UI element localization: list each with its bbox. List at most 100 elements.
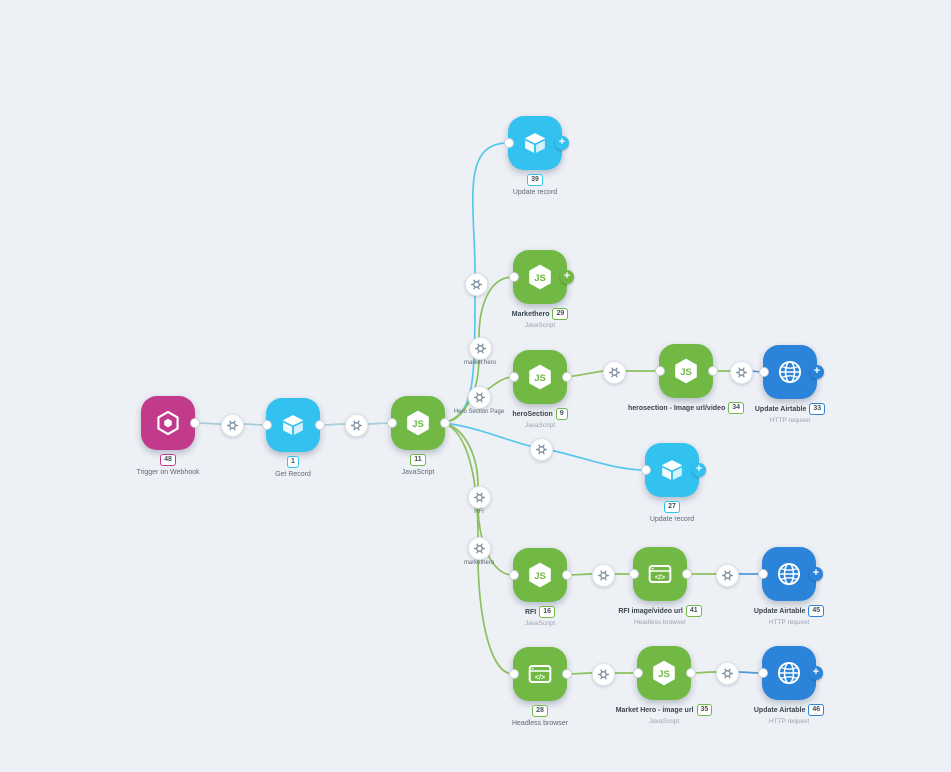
badge-row: 1: [208, 456, 378, 468]
filter-gear[interactable]: market hero: [464, 336, 496, 366]
update-record-top-node[interactable]: +: [503, 116, 569, 170]
filter-gear[interactable]: [529, 437, 553, 461]
module-type: Headless browser: [633, 619, 687, 626]
herosection-node[interactable]: JS: [508, 350, 572, 404]
filter-gear[interactable]: [464, 272, 488, 296]
filter-label: markethero: [463, 559, 495, 566]
nodejs-icon: JS: [529, 264, 551, 290]
output-port[interactable]: [189, 418, 200, 428]
output-port[interactable]: [314, 420, 325, 430]
filter-gear[interactable]: [591, 563, 615, 587]
add-module-button[interactable]: +: [809, 567, 823, 581]
input-port[interactable]: [757, 569, 768, 579]
gear-icon: [597, 669, 609, 679]
input-port[interactable]: [508, 669, 519, 679]
module-type: HTTP request: [768, 619, 810, 626]
output-port[interactable]: [707, 366, 718, 376]
nodejs-icon: JS: [529, 364, 551, 390]
output-port[interactable]: [561, 570, 572, 580]
output-port[interactable]: [681, 569, 692, 579]
filter-gear[interactable]: [715, 661, 739, 685]
filter-gear[interactable]: [344, 413, 368, 437]
output-port[interactable]: [439, 418, 450, 428]
market-hero-image-url-node[interactable]: JS: [632, 646, 696, 700]
javascript-main-node[interactable]: JS: [386, 396, 450, 450]
markethero-node[interactable]: JS +: [508, 250, 574, 304]
input-port[interactable]: [757, 668, 768, 678]
filter-gear[interactable]: markethero: [464, 536, 494, 566]
webhook-icon: [157, 410, 179, 436]
module-type: Trigger on Webhook: [136, 469, 200, 476]
badge-row: 27: [587, 501, 757, 513]
output-port[interactable]: [561, 372, 572, 382]
update-airtable-hero-node[interactable]: +: [758, 345, 824, 399]
gear-icon: [597, 570, 609, 580]
input-port[interactable]: [386, 418, 397, 428]
input-port[interactable]: [758, 367, 769, 377]
add-module-button[interactable]: +: [810, 365, 824, 379]
input-port[interactable]: [640, 465, 651, 475]
svg-text:JS: JS: [680, 367, 692, 378]
module-type: Headless browser: [511, 720, 569, 727]
update-airtable-rfi-node[interactable]: +: [757, 547, 823, 601]
input-port[interactable]: [632, 668, 643, 678]
svg-text:JS: JS: [534, 273, 546, 284]
globe-icon: [777, 661, 801, 685]
node-name: Update Airtable: [754, 405, 807, 413]
update-airtable-market-node[interactable]: +: [757, 646, 823, 700]
input-port[interactable]: [508, 272, 519, 282]
module-type: JavaScript: [524, 322, 556, 329]
filter-gear[interactable]: [729, 360, 753, 384]
rfi-node[interactable]: JS: [508, 548, 572, 602]
filter-gear[interactable]: [602, 360, 626, 384]
herosection-image-url-node[interactable]: JS: [654, 344, 718, 398]
gear-icon: [608, 367, 620, 377]
svg-text:</>: </>: [535, 674, 545, 681]
output-port[interactable]: [685, 668, 696, 678]
add-module-button[interactable]: +: [555, 136, 569, 150]
filter-gear[interactable]: [220, 413, 244, 437]
rfi-image-url-node[interactable]: </>: [628, 547, 692, 601]
get-record-node[interactable]: [261, 398, 325, 452]
add-module-button[interactable]: +: [692, 463, 706, 477]
input-port[interactable]: [654, 366, 665, 376]
gear-icon: [473, 492, 485, 502]
nodejs-icon: JS: [407, 410, 429, 436]
svg-text:JS: JS: [658, 669, 670, 680]
input-port[interactable]: [628, 569, 639, 579]
input-port[interactable]: [508, 372, 519, 382]
add-module-button[interactable]: +: [809, 666, 823, 680]
output-port[interactable]: [561, 669, 572, 679]
node-name: Market Hero - image url: [615, 706, 694, 714]
module-type: HTTP request: [768, 718, 810, 725]
badge-row: 48: [83, 454, 253, 466]
input-port[interactable]: [261, 420, 272, 430]
execution-count-badge: 46: [808, 704, 825, 716]
filter-gear[interactable]: RFI: [467, 485, 491, 515]
filter-gear[interactable]: [715, 563, 739, 587]
headless-browser-icon: </>: [528, 665, 552, 683]
box-icon: [524, 133, 546, 153]
connection-line-12: [549, 449, 646, 471]
filter-gear[interactable]: Hero Section Page: [454, 385, 504, 415]
node-name: RFI: [524, 608, 537, 616]
module-type: JavaScript: [524, 620, 556, 627]
headless-browser-node[interactable]: </>: [508, 647, 572, 701]
execution-count-badge: 11: [410, 454, 426, 466]
input-port[interactable]: [503, 138, 514, 148]
filter-gear[interactable]: [591, 662, 615, 686]
add-module-button[interactable]: +: [560, 270, 574, 284]
input-port[interactable]: [508, 570, 519, 580]
trigger-on-webhook-node[interactable]: [141, 396, 200, 450]
module-type: Update record: [649, 516, 695, 523]
execution-count-badge: 16: [539, 606, 556, 618]
update-record-mid-node[interactable]: +: [640, 443, 706, 497]
